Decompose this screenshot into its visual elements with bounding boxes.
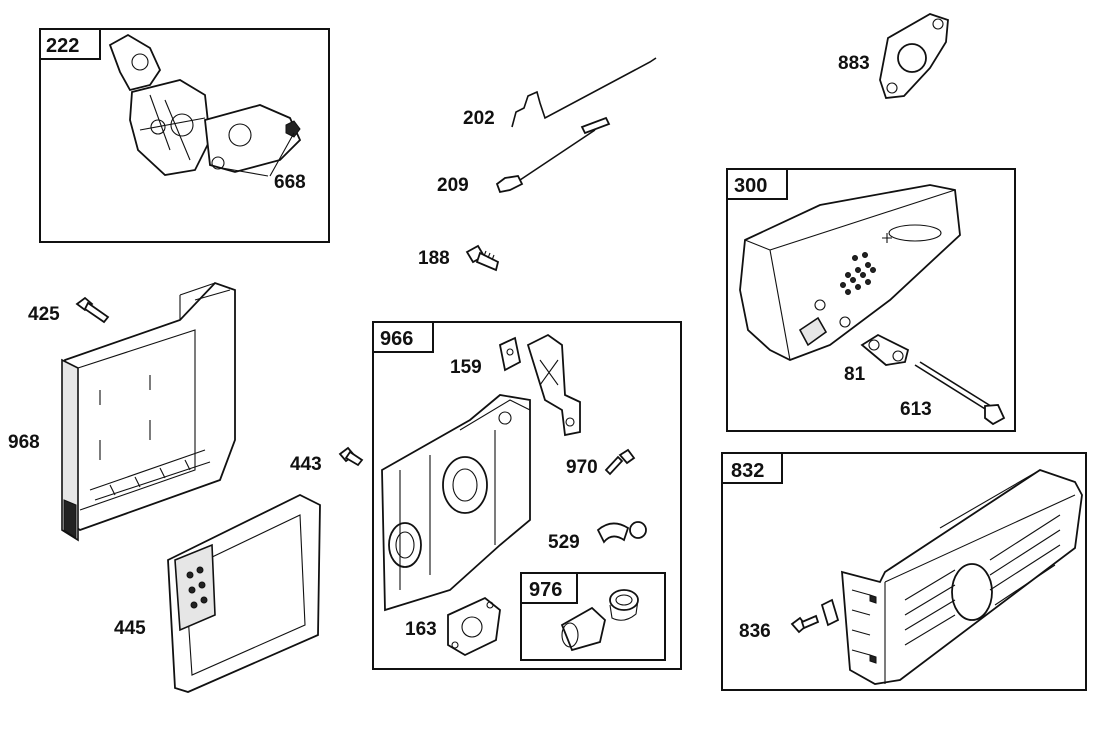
clip-529: 529 — [548, 521, 647, 553]
callout-968: 968 — [8, 432, 40, 453]
screw-443: 443 — [290, 446, 364, 475]
group-222: 222 668 — [39, 28, 330, 243]
muffler-guard-part — [820, 469, 1083, 685]
callout-668: 668 — [274, 172, 306, 193]
callout-529: 529 — [548, 532, 580, 553]
group-832-label: 832 — [731, 460, 764, 482]
callout-970: 970 — [566, 457, 598, 478]
base-plate-part — [381, 394, 531, 612]
gasket-163: 163 — [405, 596, 501, 657]
group-966-label: 966 — [380, 328, 413, 350]
leader-668 — [221, 132, 295, 177]
choke-link-209: 209 — [437, 116, 611, 196]
screw-836: 836 — [739, 614, 820, 642]
callout-202: 202 — [463, 108, 495, 129]
group-976-label: 976 — [529, 579, 562, 601]
callout-163: 163 — [405, 619, 437, 640]
washer-81: 81 — [844, 333, 910, 385]
carburetor-part — [108, 33, 302, 176]
muffler-gasket-883: 883 — [838, 13, 949, 99]
group-222-label: 222 — [46, 35, 79, 57]
bracket-159: 159 — [450, 333, 581, 437]
group-300-label: 300 — [734, 175, 767, 197]
group-976: 976 — [520, 572, 666, 661]
callout-836: 836 — [739, 621, 771, 642]
callout-209: 209 — [437, 175, 469, 196]
air-filter-445: 445 — [114, 493, 321, 693]
group-832: 832 836 — [721, 452, 1087, 691]
group-300: 300 81 613 — [726, 168, 1016, 432]
screw-188: 188 — [418, 244, 500, 272]
screw-970: 970 — [566, 448, 636, 478]
callout-425: 425 — [28, 304, 60, 325]
callout-883: 883 — [838, 53, 870, 74]
callout-613: 613 — [900, 399, 932, 420]
bolt-613: 613 — [900, 361, 1006, 426]
callout-188: 188 — [418, 248, 450, 269]
fuel-filter-part — [560, 589, 639, 652]
muffler-part — [739, 184, 961, 361]
air-cleaner-base-968: 968 — [8, 281, 236, 542]
callout-159: 159 — [450, 357, 482, 378]
governor-spring-202: 202 — [463, 57, 657, 129]
callout-445: 445 — [114, 618, 146, 639]
screw-425: 425 — [28, 296, 110, 325]
group-966: 966 159 970 529 — [372, 321, 682, 670]
callout-443: 443 — [290, 454, 322, 475]
callout-81: 81 — [844, 364, 866, 385]
